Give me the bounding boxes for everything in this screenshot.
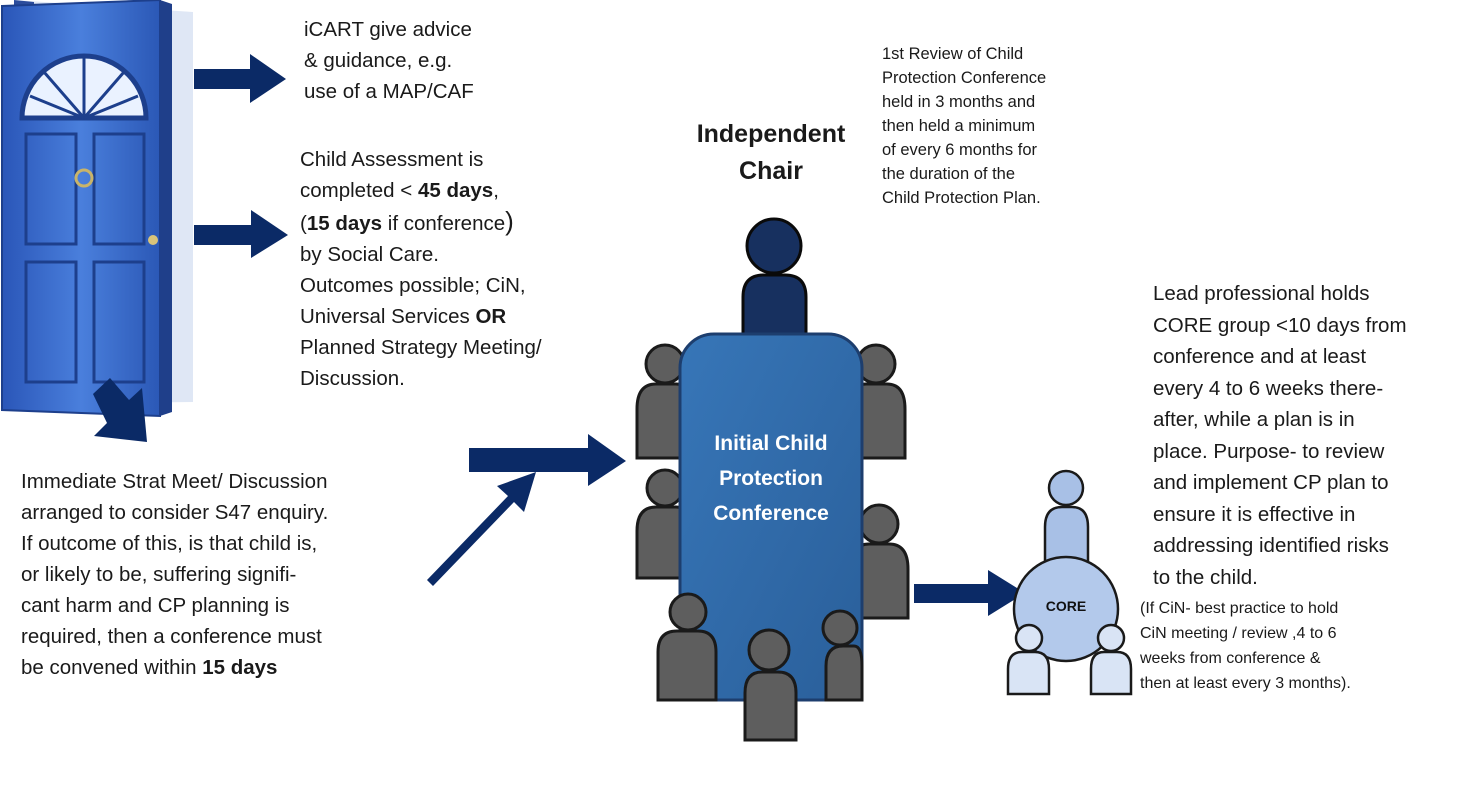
arrow-icicart [194, 54, 286, 103]
icart-line: use of a MAP/CAF [304, 80, 474, 103]
assessment-paren: ) [505, 206, 514, 236]
lead-line: and implement CP plan to [1153, 471, 1389, 494]
lead-note-line: weeks from conference & [1140, 650, 1321, 667]
icart-text: iCART give advice & guidance, e.g. use o… [304, 14, 474, 107]
arrow-to-core [914, 570, 1025, 616]
assessment-text-part: ( [300, 212, 307, 235]
review-line: 1st Review of Child [882, 45, 1024, 63]
immediate-bold: 15 days [202, 656, 278, 679]
lead-line: Lead professional holds [1153, 282, 1370, 305]
assessment-text: Child Assessment is completed < 45 days,… [300, 144, 542, 394]
assessment-text-part: completed < [300, 179, 418, 202]
arrow-immediate [93, 378, 147, 442]
immediate-line: If outcome of this, is that child is, [21, 532, 318, 555]
lead-line: addressing identified risks [1153, 534, 1389, 557]
assessment-line: Planned Strategy Meeting/ [300, 336, 542, 359]
conference-line: Initial Child [714, 432, 828, 455]
immediate-text: Immediate Strat Meet/ Discussion arrange… [21, 466, 328, 683]
assessment-bold: 45 days [417, 179, 494, 202]
assessment-line: Outcomes possible; CiN, [300, 274, 526, 297]
assessment-line: by Social Care. [300, 243, 440, 266]
assessment-line: (15 days if conference) [300, 206, 542, 239]
assessment-text-part: , [493, 179, 499, 202]
review-line: Child Protection Plan. [882, 189, 1041, 207]
assessment-line: Discussion. [300, 367, 405, 390]
lead-line: after, while a plan is in [1153, 408, 1355, 431]
lead-note-line: (If CiN- best practice to hold [1140, 600, 1339, 617]
lead-line: every 4 to 6 weeks there- [1153, 376, 1384, 400]
chair-line: Chair [739, 157, 803, 185]
door-icon [1, 0, 193, 418]
core-label: CORE [1045, 598, 1087, 614]
lead-line: place. Purpose- to review [1153, 439, 1385, 463]
assessment-bold: 15 days [306, 212, 383, 235]
lead-note-line: then at least every 3 months). [1140, 675, 1351, 692]
independent-chair-heading: Independent Chair [676, 116, 866, 190]
review-line: held in 3 months and [882, 93, 1036, 111]
icart-line: iCART give advice [304, 18, 472, 41]
immediate-line: arranged to consider S47 enquiry. [21, 501, 329, 524]
lead-text: Lead professional holds CORE group <10 d… [1153, 278, 1407, 593]
assessment-text-part: Universal Services [300, 305, 476, 328]
lead-line: CORE group <10 days from [1153, 313, 1407, 337]
assessment-text-part: if conference [382, 212, 506, 235]
immediate-line: cant harm and CP planning is [21, 594, 290, 617]
review-line: of every 6 months for [882, 141, 1037, 159]
assessment-line: completed < 45 days, [300, 175, 542, 206]
lead-line: ensure it is effective in [1153, 502, 1356, 526]
review-text: 1st Review of Child Protection Conferenc… [882, 42, 1046, 210]
conference-line: Conference [713, 502, 829, 525]
icart-line: & guidance, e.g. [304, 49, 453, 72]
person-icon-chair [741, 217, 808, 354]
person-icon [656, 592, 864, 742]
arrow-to-conference-horizontal [469, 434, 626, 486]
arrow-assessment [194, 210, 288, 258]
immediate-line: Immediate Strat Meet/ Discussion [21, 470, 328, 493]
assessment-line: Universal Services OR [300, 301, 542, 332]
lead-line: conference and at least [1153, 345, 1367, 368]
arrow-to-conference-diagonal [427, 472, 536, 586]
chair-line: Independent [696, 120, 846, 148]
conference-line: Protection [719, 467, 823, 490]
core-group-icon [1006, 469, 1133, 696]
lead-note-line: CiN meeting / review ,4 to 6 [1140, 625, 1337, 642]
review-line: Protection Conference [882, 69, 1047, 87]
conference-label: Initial Child Protection Conference [680, 426, 862, 531]
immediate-text-part: be convened within [21, 656, 203, 679]
lead-line: to the child. [1153, 565, 1258, 589]
immediate-line: required, then a conference must [21, 625, 322, 648]
assessment-line: Child Assessment is [300, 148, 484, 171]
review-line: then held a minimum [882, 117, 1036, 135]
immediate-line: or likely to be, suffering signifi- [21, 563, 297, 586]
review-line: the duration of the [882, 165, 1016, 183]
assessment-bold: OR [475, 305, 507, 328]
lead-note: (If CiN- best practice to hold CiN meeti… [1140, 596, 1351, 696]
immediate-line: be convened within 15 days [21, 652, 328, 683]
